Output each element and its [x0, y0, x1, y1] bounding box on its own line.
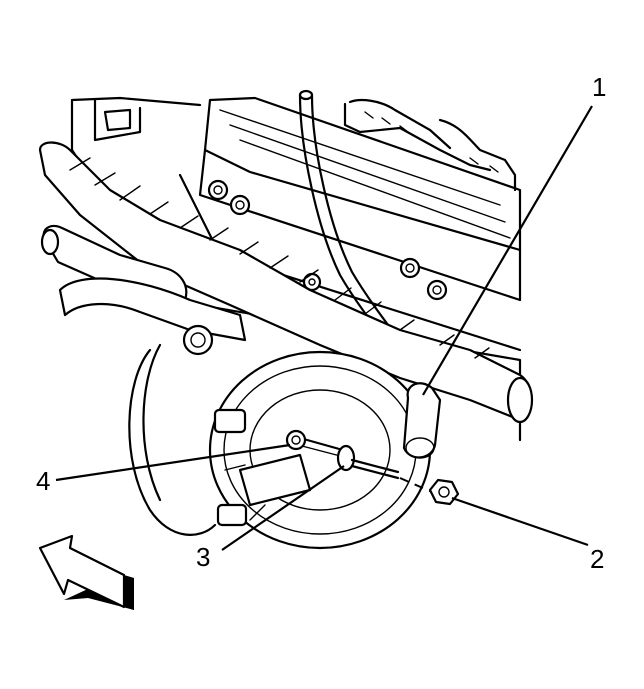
callout-label-4: 4	[36, 466, 50, 496]
callout-label-2: 2	[590, 544, 604, 574]
nut	[399, 477, 460, 506]
view-direction-arrow-icon	[38, 534, 134, 610]
callout-labels: 1 2 3 4	[36, 72, 606, 574]
engine-block	[70, 96, 522, 442]
leader-line-4	[55, 443, 291, 482]
leader-lines	[55, 105, 593, 551]
callout-label-3: 3	[196, 542, 210, 572]
check-valve-elbow	[402, 382, 442, 459]
bracket-washer	[336, 444, 400, 480]
leader-line-1	[422, 105, 593, 396]
callout-label-1: 1	[592, 72, 606, 102]
leader-line-3	[221, 465, 345, 551]
leader-line-2	[451, 496, 589, 547]
coolant-hose	[40, 224, 247, 356]
